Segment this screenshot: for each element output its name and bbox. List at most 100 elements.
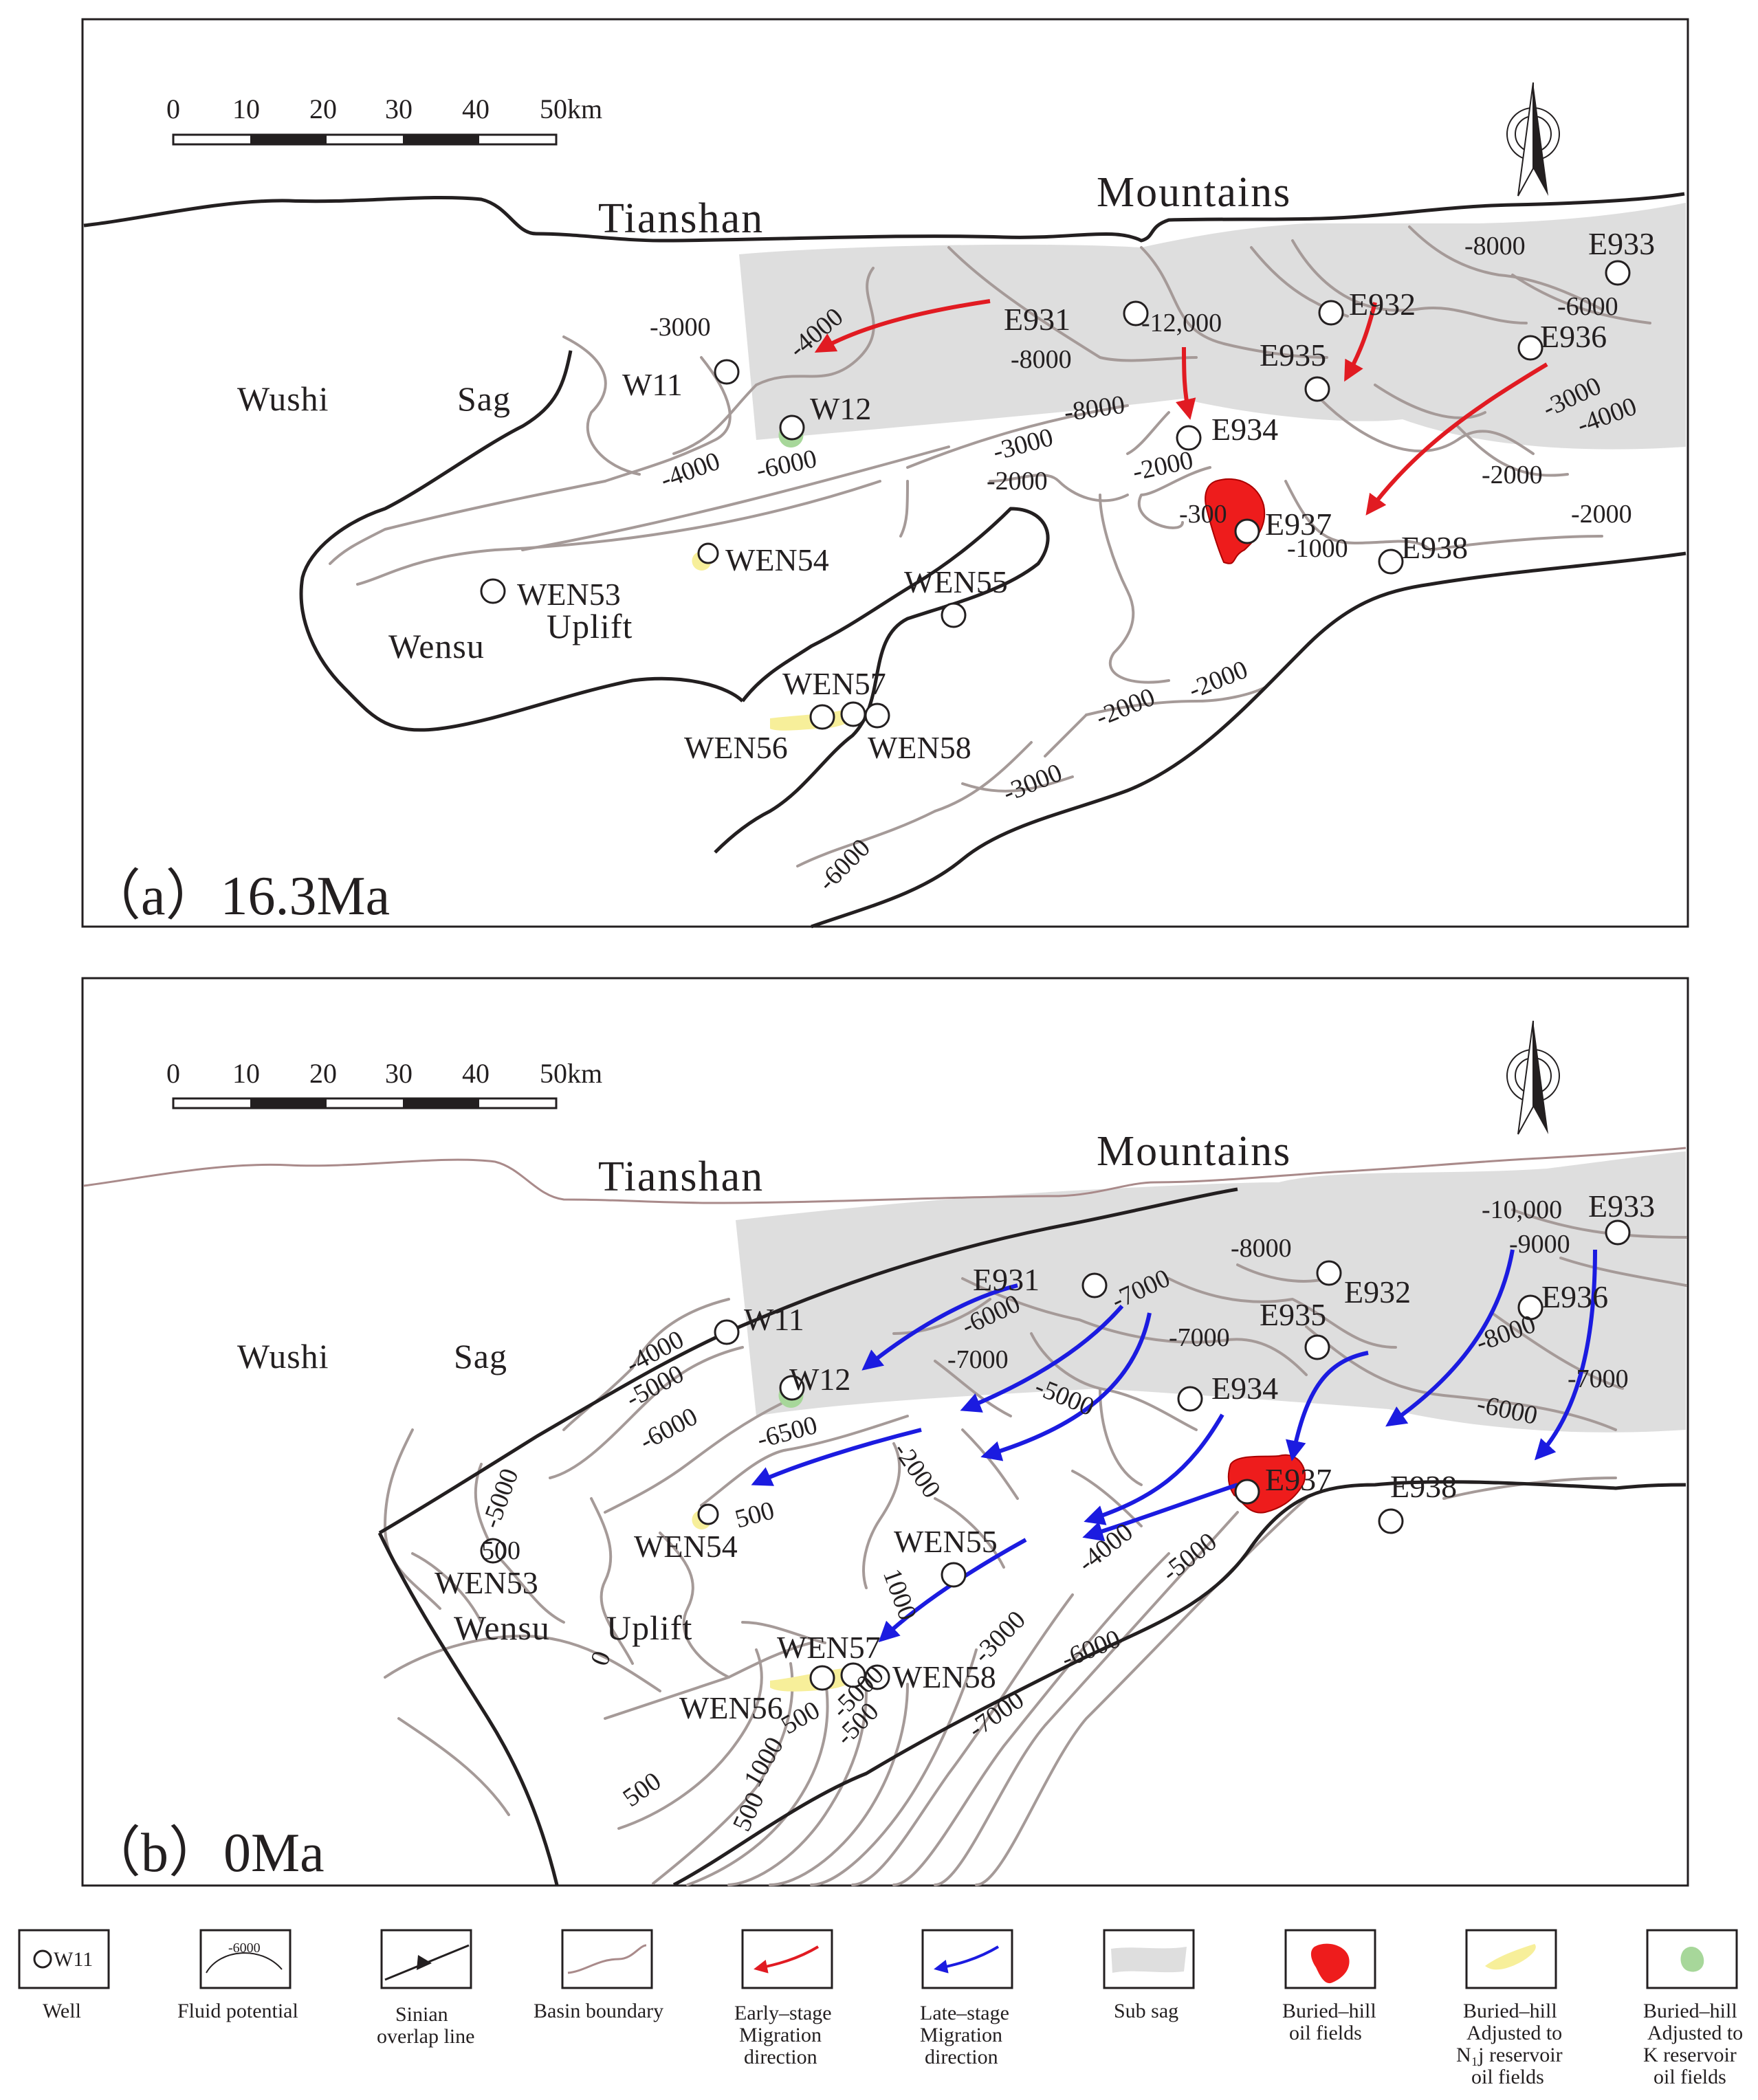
scale-tick: 10 (232, 1058, 260, 1089)
contour-label: -5000 (476, 1465, 525, 1532)
well-label: E932 (1344, 1274, 1411, 1309)
well-marker (1517, 1294, 1543, 1320)
well-marker (1234, 518, 1260, 544)
well-label: WEN57 (782, 666, 886, 701)
contour-label: -6000 (1557, 292, 1618, 321)
panel-b-basin-boundary (83, 1147, 1686, 1204)
well-label: E933 (1588, 1189, 1655, 1224)
region-label-sag: Sag (454, 1337, 507, 1375)
scale-tick: 50km (540, 1058, 602, 1089)
contour-label: -300 (1179, 500, 1227, 529)
well-label: WEN55 (904, 564, 1008, 599)
contour-label: -5000 (1156, 1527, 1222, 1588)
scale-tick: 40 (462, 1058, 490, 1089)
panel-b-sub-sag (736, 1151, 1686, 1433)
panel-b-late-migration-7 (1082, 1483, 1238, 1542)
well-label: E933 (1588, 226, 1655, 261)
well-label: E934 (1211, 412, 1278, 447)
panel-b-late-migration-6 (1286, 1351, 1369, 1461)
oil-field-swatch (1310, 1943, 1350, 1984)
contour-label: -8000 (1231, 1234, 1292, 1263)
legend-label: Migration (739, 2024, 822, 2046)
well-marker (779, 1375, 805, 1401)
well-marker (809, 1665, 835, 1691)
panel-b-late-migration-1 (861, 1283, 1018, 1371)
panel-a-well-labels: W11 W12 E931 E932 E933 E934 E935 E936 E9… (517, 226, 1655, 765)
well-label: E931 (1004, 302, 1070, 337)
legend-label: N₁j reservoir (1456, 2044, 1563, 2066)
well-marker (697, 542, 719, 564)
contour-label: -8000 (1011, 345, 1072, 374)
legend-label: Buried–hill (1643, 2000, 1737, 2022)
scale-tick: 40 (462, 93, 490, 124)
legend-item-k-reservoir: Buried–hill Adjusted to K reservoir oil … (1643, 1929, 1743, 2088)
legend-label: oil fields (1289, 2022, 1362, 2044)
panel-a: W11 W12 E931 E932 E933 E934 E935 E936 E9… (81, 18, 1689, 929)
contour-label: 1000 (877, 1565, 922, 1624)
well-marker (697, 1503, 719, 1525)
well-label: W11 (744, 1302, 804, 1337)
well-marker (1517, 335, 1543, 361)
contour-label: -2000 (1185, 655, 1252, 705)
legend-label: Fluid potential (177, 2000, 298, 2022)
contour-label: -12,000 (1141, 309, 1222, 338)
panel-a-early-migration-2 (1176, 346, 1196, 420)
n1j-field-swatch (1485, 1944, 1536, 1970)
legend-label: oil fields (1471, 2066, 1544, 2088)
legend: W11 Well -6000 Fluid potential Sinian ov… (18, 1929, 1743, 2088)
well-label: E931 (973, 1262, 1040, 1297)
legend-label: direction (744, 2046, 817, 2068)
well-icon (33, 1949, 52, 1969)
legend-label: Buried–hill (1282, 2000, 1376, 2022)
well-marker (779, 415, 805, 441)
well-marker (1176, 425, 1202, 451)
contour-label: 500 (481, 1536, 520, 1565)
panel-b: W11 W12 E931 E932 E933 E934 E935 E936 E9… (81, 977, 1689, 1887)
region-label-wensu: Wensu (388, 627, 485, 665)
legend-label: Well (43, 2000, 81, 2022)
well-marker (1605, 260, 1631, 286)
contour-label: -10,000 (1482, 1195, 1562, 1224)
well-label: WEN56 (679, 1690, 783, 1725)
well-marker (1177, 1386, 1203, 1412)
region-label-mountains: Mountains (1097, 1128, 1291, 1175)
well-marker (714, 359, 740, 385)
region-label-tianshan: Tianshan (598, 195, 764, 242)
well-label: WEN57 (777, 1630, 881, 1665)
red-arrow-icon (754, 1945, 820, 1974)
scale-tick: 10 (232, 93, 260, 124)
well-label: WEN58 (892, 1659, 996, 1694)
well-label: E936 (1541, 1279, 1608, 1314)
well-label: E936 (1540, 319, 1607, 354)
panel-a-south-fault (811, 551, 1686, 929)
panel-a-contours (329, 225, 1651, 867)
panel-a-region-labels: Tianshan Mountains Wushi Sag Wensu Uplif… (237, 169, 1291, 665)
legend-item-well: W11 Well (18, 1929, 110, 2022)
scale-tick: 30 (385, 93, 413, 124)
contour-label: -4000 (1073, 1518, 1139, 1578)
region-label-mountains: Mountains (1097, 169, 1291, 216)
well-label: E938 (1401, 530, 1468, 565)
panel-b-frame (81, 977, 1689, 1887)
contour-label: -3000 (650, 313, 711, 342)
well-marker (1316, 1260, 1342, 1286)
panel-b-late-migration-3 (980, 1312, 1152, 1461)
panel-a-sub-sag (739, 203, 1686, 450)
legend-label: oil fields (1653, 2066, 1726, 2088)
contour-label: -6000 (813, 833, 876, 896)
legend-label: Early–stage (734, 2002, 832, 2024)
region-label-wushi: Wushi (237, 379, 329, 418)
region-label-uplift: Uplift (606, 1609, 692, 1647)
region-label-wushi: Wushi (237, 1337, 329, 1375)
contour-label: -6000 (754, 444, 819, 485)
panel-a-scale-bar: 0 10 20 30 40 50km (166, 93, 602, 146)
contour-label: -7000 (1169, 1323, 1230, 1352)
contour-label: -7000 (1568, 1364, 1629, 1393)
legend-item-sinian-overlap: Sinian overlap line (377, 1929, 474, 2048)
panel-b-late-migration-4 (751, 1428, 922, 1486)
panel-b-south-fault (672, 1480, 1686, 1887)
well-label: E938 (1390, 1469, 1457, 1504)
legend-item-n1j-reservoir: Buried–hill Adjusted to N₁j reservoir oi… (1456, 1929, 1563, 2088)
contour-label: -6500 (754, 1411, 821, 1455)
